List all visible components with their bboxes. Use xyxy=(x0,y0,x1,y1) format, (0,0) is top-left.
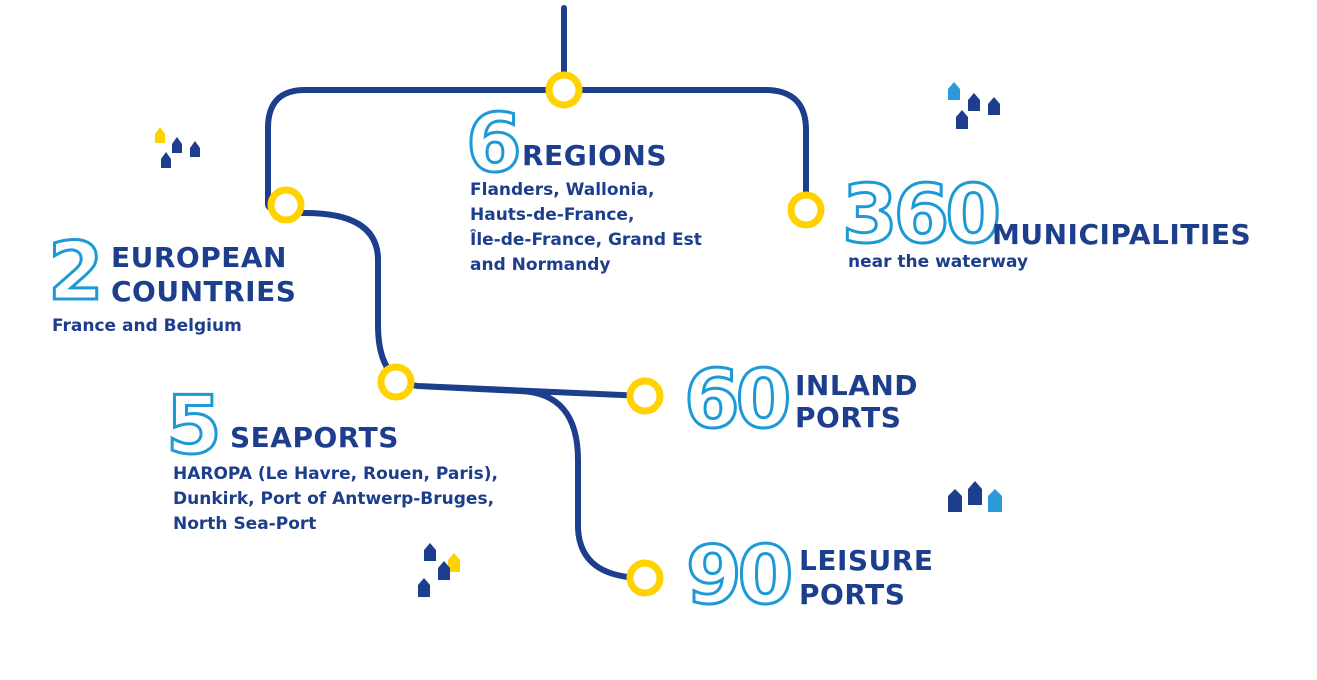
station-regions xyxy=(545,71,583,109)
countries-label-1: EUROPEAN xyxy=(111,241,287,274)
houses-icon xyxy=(948,481,1002,512)
houses-icon xyxy=(155,127,200,168)
regions-sub-3: Île-de-France, Grand Est xyxy=(470,230,702,250)
countries-number: 2 xyxy=(47,225,106,318)
regions-label: REGIONS xyxy=(522,139,667,172)
seaports-label: SEAPORTS xyxy=(230,421,399,454)
leisure-ports-label-1: LEISURE xyxy=(799,544,934,577)
houses-icon xyxy=(948,82,1000,129)
municipalities-sub: near the waterway xyxy=(848,252,1029,272)
seaports-sub-3: North Sea-Port xyxy=(173,514,317,534)
regions-sub-2: Hauts-de-France, xyxy=(470,205,635,225)
municipalities-number: 360 xyxy=(841,168,1003,261)
houses-icon xyxy=(418,543,460,597)
municipalities-label: MUNICIPALITIES xyxy=(992,218,1252,251)
station-seaports xyxy=(377,363,415,401)
regions-sub-4: and Normandy xyxy=(470,255,611,275)
station-countries xyxy=(267,186,305,224)
leisure-ports-number: 90 xyxy=(684,529,794,622)
station-inland-ports xyxy=(626,377,664,415)
regions-sub-1: Flanders, Wallonia, xyxy=(470,180,655,200)
seaports-number: 5 xyxy=(165,379,224,472)
seaports-sub-2: Dunkirk, Port of Antwerp-Bruges, xyxy=(173,489,495,509)
network-line xyxy=(265,5,809,581)
countries-label-2: COUNTRIES xyxy=(111,275,297,308)
countries-sub: France and Belgium xyxy=(52,316,242,336)
inland-ports-label-2: PORTS xyxy=(795,401,902,434)
inland-ports-label-1: INLAND xyxy=(795,369,919,402)
station-municipalities xyxy=(787,191,825,229)
station-leisure-ports xyxy=(626,559,664,597)
seaports-sub-1: HAROPA (Le Havre, Rouen, Paris), xyxy=(173,464,498,484)
leisure-ports-label-2: PORTS xyxy=(799,578,906,611)
regions-number: 6 xyxy=(465,97,524,190)
inland-ports-number: 60 xyxy=(682,353,792,446)
